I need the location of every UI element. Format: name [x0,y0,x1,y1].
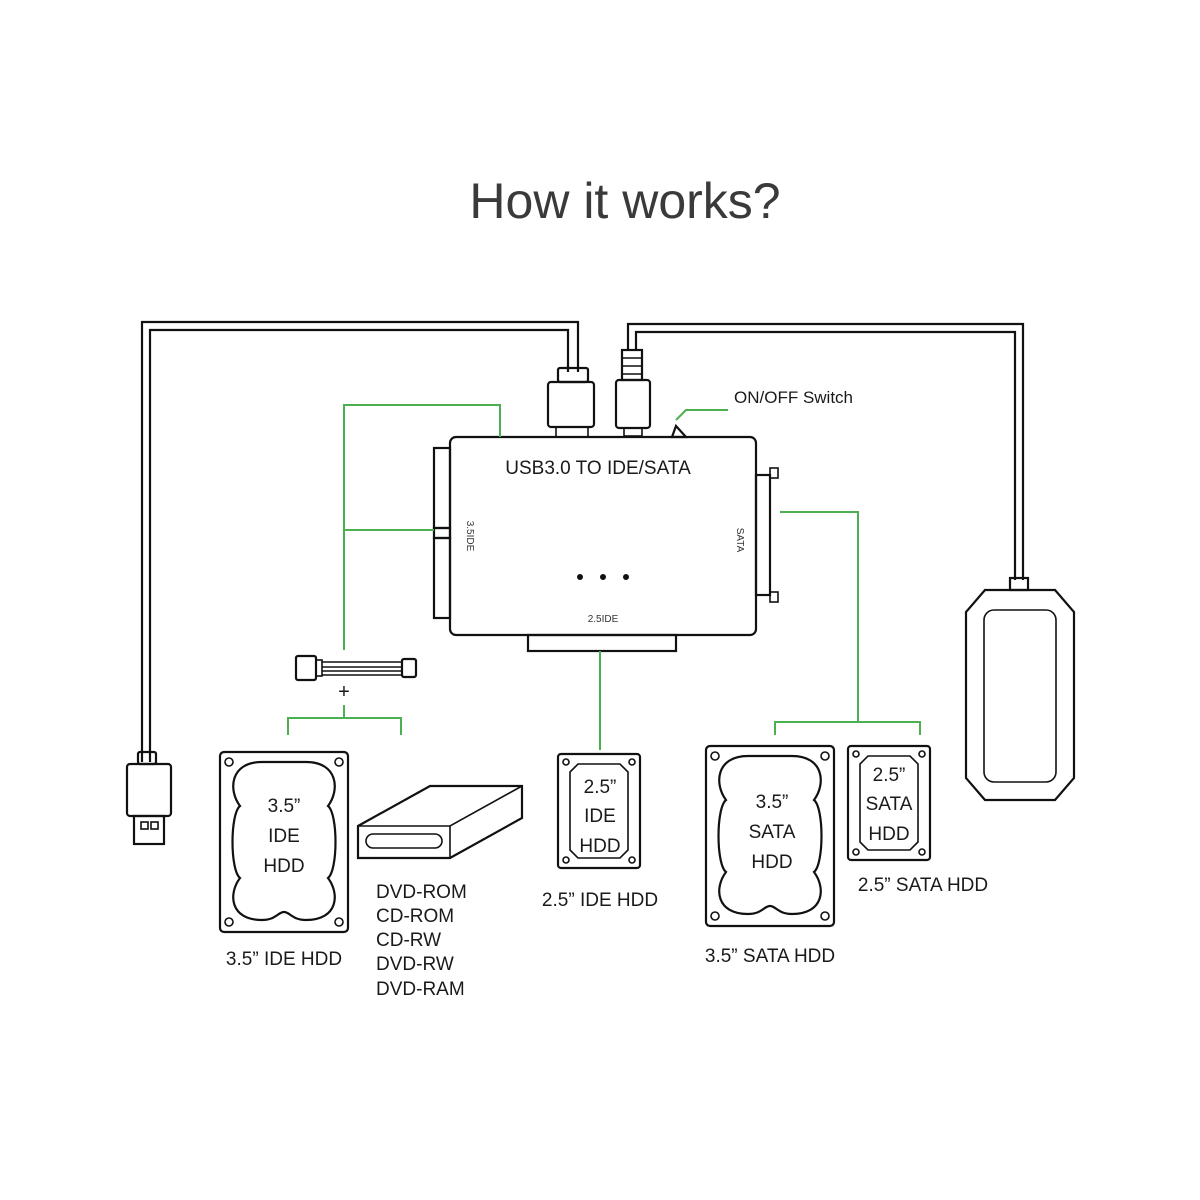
hdd-35-ide-type: IDE [268,826,300,847]
usb-plug-computer-side [125,750,173,846]
hdd-25-ide-type: IDE [584,806,616,827]
hdd-35-ide-size: 3.5” [268,796,301,817]
hdd-25-sata-kind: HDD [868,824,909,845]
optical-drive [356,784,524,860]
hdd-25-ide-kind: HDD [579,836,620,857]
optical-drive-line-1: DVD-ROM [376,882,467,903]
hdd-35-ide-caption: 3.5” IDE HDD [226,949,342,970]
hdd-25-sata-size: 2.5” [873,765,906,786]
power-switch [670,409,728,439]
led-indicator [600,574,606,580]
port-label-25ide: 2.5IDE [588,614,619,625]
dc-power-plug [614,348,652,437]
power-cable [626,322,1025,580]
power-adapter-brick [964,576,1076,802]
optical-drive-line-3: CD-RW [376,930,441,951]
molex-power-cable [294,654,418,682]
power-switch-label: ON/OFF Switch [734,388,853,407]
hdd-25-sata [846,744,932,862]
hdd-35-sata-kind: HDD [751,852,792,873]
hdd-25-sata-caption: 2.5” SATA HDD [858,875,988,896]
led-indicator [623,574,629,580]
hdd-35-ide-kind: HDD [263,856,304,877]
hdd-35-sata-caption: 3.5” SATA HDD [705,946,835,967]
green-connection-lines [287,404,921,750]
adapter-label: USB3.0 TO IDE/SATA [505,458,691,479]
hdd-35-ide [218,750,350,934]
port-label-sata: SATA [734,528,745,553]
optical-drive-line-2: CD-ROM [376,906,454,927]
hdd-35-sata-type: SATA [749,822,796,843]
led-indicator [577,574,583,580]
plus-sign: + [338,681,350,703]
hdd-25-ide-size: 2.5” [584,777,617,798]
optical-drive-line-5: DVD-RAM [376,979,465,1000]
usb-cable [140,320,580,762]
hdd-25-ide [556,752,642,870]
hdd-35-sata [704,744,836,928]
hdd-25-sata-type: SATA [866,794,913,815]
adapter-body [432,435,779,653]
usb-plug-adapter-side [546,366,596,438]
page-title: How it works? [469,173,780,229]
hdd-35-sata-size: 3.5” [756,792,789,813]
port-label-35ide: 3.5IDE [464,521,475,552]
optical-drive-line-4: DVD-RW [376,954,454,975]
hdd-25-ide-caption: 2.5” IDE HDD [542,890,658,911]
